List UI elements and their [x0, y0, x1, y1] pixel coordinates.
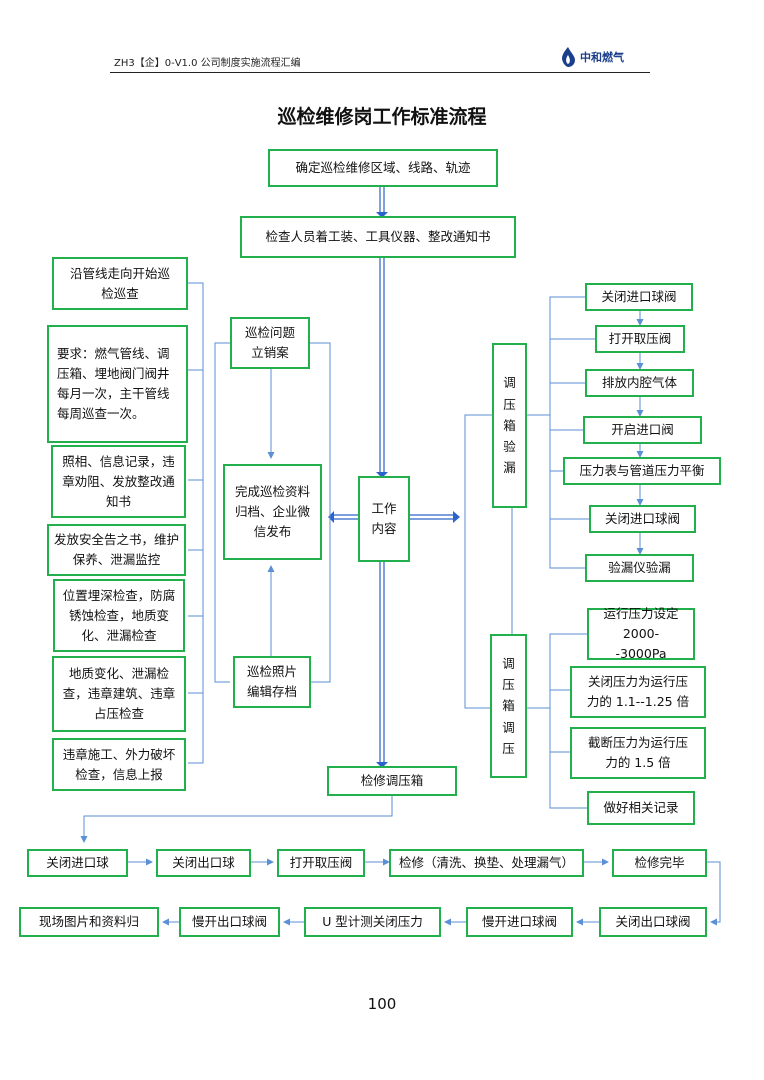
repair-step-close-outlet: 关闭出口球 — [156, 849, 251, 877]
repair-step-u-gauge: U 型计测关闭压力 — [304, 907, 441, 937]
page-number: 100 — [367, 995, 397, 1013]
repair-step-close-inlet: 关闭进口球 — [27, 849, 128, 877]
left-item-safety-notice: 发放安全告之书，维护保养、泄漏监控 — [47, 524, 186, 576]
middle-bracket — [214, 342, 230, 683]
repair-step-done: 检修完毕 — [612, 849, 707, 877]
work-content-center: 工作内容 — [358, 476, 410, 562]
repair-step-archive: 现场图片和资料归 — [19, 907, 159, 937]
repair-step-slow-open-inlet: 慢开进口球阀 — [466, 907, 573, 937]
leak-step-detector: 验漏仪验漏 — [585, 554, 694, 582]
right-bracket — [464, 414, 492, 709]
left-bracket — [188, 282, 204, 764]
pressure-adjust-label: 调压箱调压 — [490, 634, 527, 778]
pressure-step-cutoff: 截断压力为运行压力的 1.5 倍 — [570, 727, 706, 779]
pressure-step-close: 关闭压力为运行压力的 1.1--1.25 倍 — [570, 666, 706, 718]
step-check-personnel: 检查人员着工装、工具仪器、整改通知书 — [240, 216, 516, 258]
inspection-problem-case: 巡检问题立销案 — [230, 317, 310, 369]
leak-test-label: 调压箱验漏 — [492, 343, 527, 508]
pressure-step-record: 做好相关记录 — [587, 791, 695, 825]
leak-step-open-tap: 打开取压阀 — [595, 325, 685, 353]
document-code: ZH3【企】0-V1.0 公司制度实施流程汇编 — [114, 58, 301, 69]
left-item-geology-check: 地质变化、泄漏检查，违章建筑、违章占压检查 — [52, 656, 186, 732]
flame-logo-icon — [562, 47, 575, 67]
inspection-photo-archive: 巡检照片编辑存档 — [233, 656, 311, 708]
repair-step-close-outlet-2: 关闭出口球阀 — [599, 907, 707, 937]
repair-step-slow-open-outlet: 慢开出口球阀 — [179, 907, 280, 937]
left-item-depth-check: 位置埋深检查，防腐锈蚀检查，地质变化、泄漏检查 — [53, 579, 185, 652]
step-define-area: 确定巡检维修区域、线路、轨迹 — [268, 149, 498, 187]
leak-step-open-inlet: 开启进口阀 — [583, 416, 702, 444]
pressure-step-setpoint: 运行压力设定2000--3000Pa — [587, 606, 695, 661]
page-title: 巡检维修岗工作标准流程 — [277, 106, 487, 128]
left-item-construction-check: 违章施工、外力破坏检查，信息上报 — [52, 738, 186, 791]
left-item-start-patrol: 沿管线走向开始巡检巡查 — [52, 257, 188, 310]
leak-step-gauge-balance: 压力表与管道压力平衡 — [563, 457, 721, 485]
page-header: ZH3【企】0-V1.0 公司制度实施流程汇编 中和燃气 — [110, 47, 650, 73]
inspection-archive-publish: 完成巡检资料归档、企业微信发布 — [223, 464, 322, 560]
repair-step-open-tap: 打开取压阀 — [277, 849, 365, 877]
left-item-requirements: 要求：燃气管线、调压箱、埋地阀门阀井每月一次，主干管线每周巡查一次。 — [47, 325, 188, 443]
leak-step-close-inlet-2: 关闭进口球阀 — [589, 505, 696, 533]
leak-step-vent: 排放内腔气体 — [585, 369, 694, 397]
left-item-photo-record: 照相、信息记录，违章劝阻、发放整改通知书 — [51, 445, 186, 518]
brand-name: 中和燃气 — [580, 51, 624, 64]
repair-step-maintenance: 检修（清洗、换垫、处理漏气） — [389, 849, 584, 877]
leak-step-close-inlet: 关闭进口球阀 — [585, 283, 693, 311]
brand-logo: 中和燃气 — [558, 46, 648, 70]
repair-regulator-box: 检修调压箱 — [327, 766, 457, 796]
